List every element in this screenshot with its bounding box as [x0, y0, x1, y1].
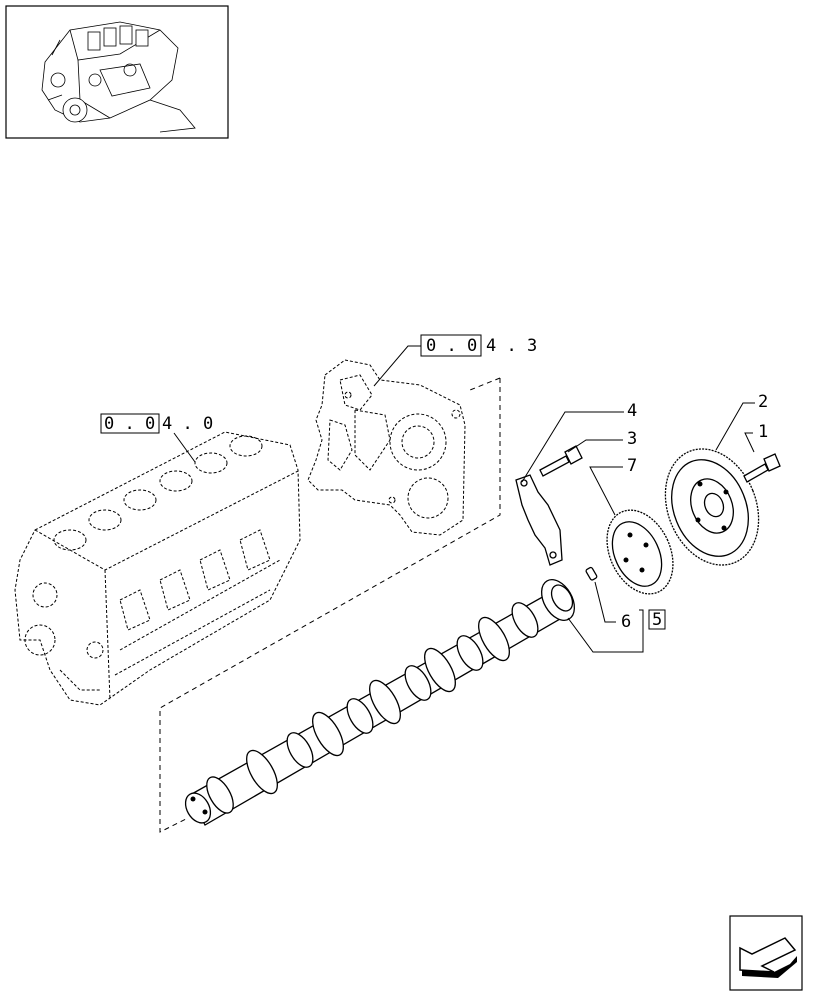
reference-0040[interactable]: 0 . 0 4 . 0: [100, 413, 213, 463]
bolt-1[interactable]: [743, 453, 781, 483]
reference-0043[interactable]: 0 . 0 4 . 3: [373, 334, 537, 387]
reference-0043-rest: 4 . 3: [486, 336, 537, 356]
callout-5: 5: [652, 610, 662, 630]
engine-thumbnail[interactable]: [5, 5, 229, 139]
dowel-pin[interactable]: [585, 566, 598, 581]
camshaft-gear-large[interactable]: [649, 435, 776, 579]
callout-leaders: [521, 402, 755, 653]
camshaft[interactable]: [180, 574, 581, 827]
timing-cover-phantom: [307, 359, 466, 536]
camshaft-gear-small[interactable]: [594, 499, 686, 604]
thrust-plate[interactable]: [515, 474, 563, 566]
reference-0043-boxed: 0 . 0: [426, 336, 477, 356]
callout-1: 1: [758, 422, 768, 442]
callout-5-box: [648, 609, 666, 630]
engine-overview-icon: [41, 21, 196, 133]
callout-2: 2: [758, 392, 768, 412]
callout-4: 4: [627, 401, 637, 421]
callout-3: 3: [627, 429, 637, 449]
callout-7: 7: [627, 456, 637, 476]
callout-6: 6: [621, 612, 631, 632]
reference-0040-boxed: 0 . 0: [104, 414, 155, 434]
bolt-3[interactable]: [539, 445, 583, 477]
next-page-button[interactable]: [729, 915, 803, 991]
next-page-arrow-icon: [739, 937, 797, 978]
reference-0040-rest: 4 . 0: [162, 414, 213, 434]
engine-block-phantom: [14, 431, 301, 706]
